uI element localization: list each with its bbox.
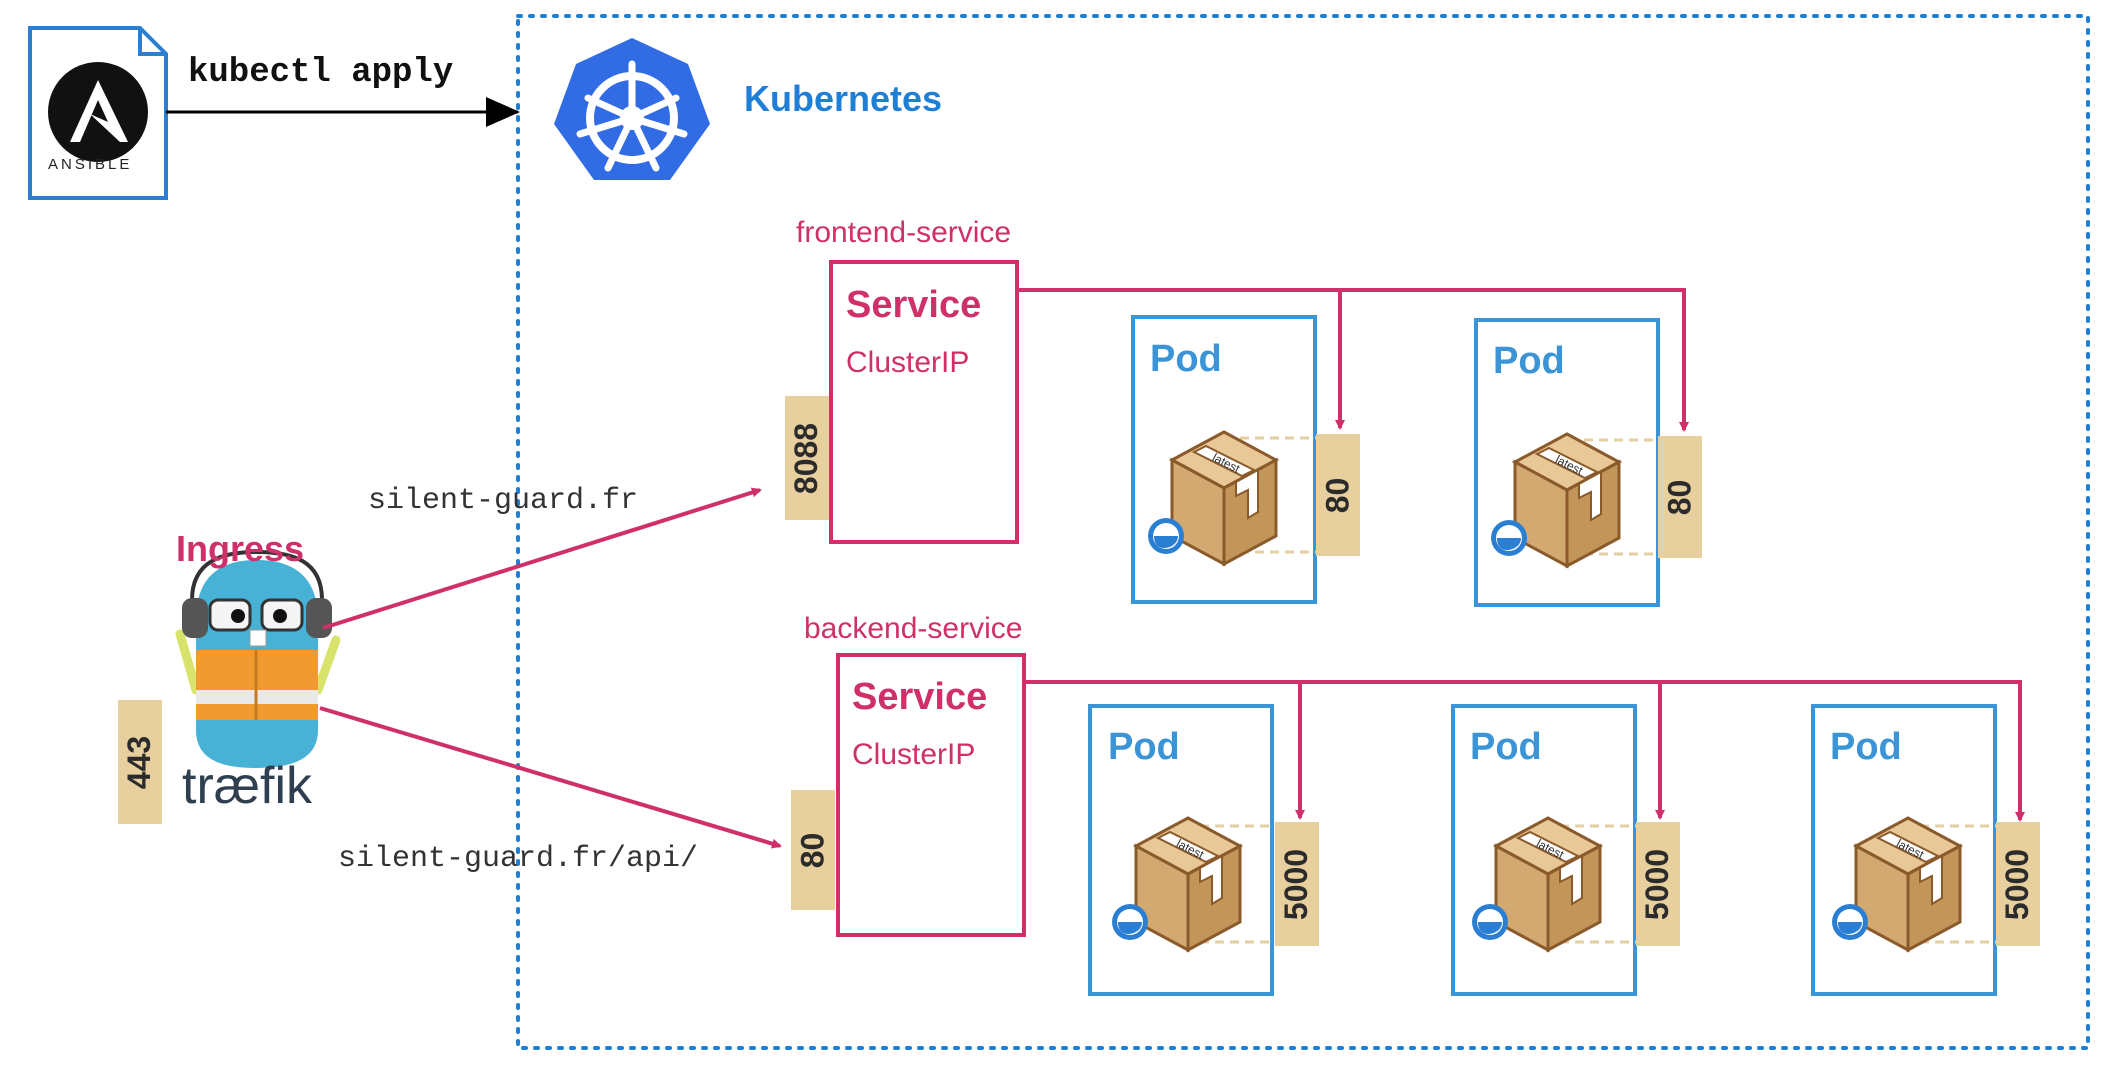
backend-pod-title-2: Pod (1470, 726, 1542, 768)
backend-pod-title-3: Pod (1830, 726, 1902, 768)
frontend-service-port: 8088 (785, 396, 829, 520)
route-host-backend: silent-guard.fr/api/ (338, 842, 699, 876)
kubectl-command-label: kubectl apply (188, 54, 454, 92)
route-arrow-backend (319, 706, 782, 849)
backend-pod-port-2: 5000 (1636, 822, 1680, 946)
kubernetes-logo-icon (554, 38, 710, 180)
ingress-title: Ingress (176, 528, 305, 569)
frontend-service-box (829, 260, 1019, 544)
ansible-label: ANSIBLE (48, 156, 133, 173)
frontend-service-type: ClusterIP (846, 346, 970, 379)
traefik-logo-text: træfik (182, 757, 312, 815)
backend-pod-port-1: 5000 (1275, 822, 1319, 946)
frontend-pod-title-1: Pod (1150, 338, 1222, 380)
ingress-port-badge: 443 (118, 700, 162, 824)
cluster-boundary (516, 14, 2090, 1050)
backend-pod-port-3: 5000 (1996, 822, 2040, 946)
frontend-pod-title-2: Pod (1493, 340, 1565, 382)
traefik-gopher-icon (175, 549, 341, 768)
backend-service-name: backend-service (804, 612, 1023, 645)
frontend-link-pod2 (1017, 288, 1689, 432)
backend-service-title: Service (852, 676, 988, 718)
cluster-title: Kubernetes (744, 78, 943, 119)
frontend-service-name: frontend-service (796, 216, 1012, 249)
backend-service-port: 80 (791, 790, 835, 910)
ansible-document-icon (28, 26, 168, 200)
frontend-service-title: Service (846, 284, 982, 326)
backend-service-type: ClusterIP (852, 738, 976, 771)
frontend-pod-port-1: 80 (1316, 434, 1360, 556)
route-host-frontend: silent-guard.fr (368, 484, 639, 518)
route-arrow-frontend (322, 487, 762, 630)
backend-link-pod3 (1024, 680, 2025, 822)
frontend-pod-port-2: 80 (1658, 436, 1702, 558)
backend-service-box (836, 653, 1026, 937)
backend-pod-title-1: Pod (1108, 726, 1180, 768)
